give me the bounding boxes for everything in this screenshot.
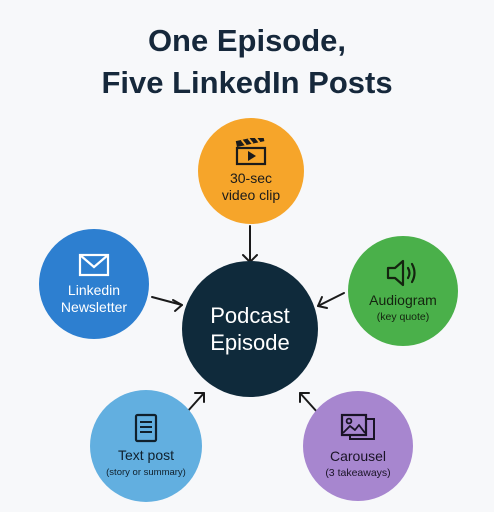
envelope-icon [78, 253, 110, 277]
arrow-from-video [242, 225, 258, 263]
video-clip-line-2: video clip [221, 187, 281, 203]
newsletter-line-1: Linkedin [67, 281, 121, 298]
carousel-label: Carousel [329, 448, 387, 464]
clapperboard-icon [235, 138, 267, 166]
node-audiogram: Audiogram (key quote) [348, 236, 458, 346]
text-post-sublabel: (story or summary) [106, 467, 186, 478]
center-line-1: Podcast [210, 303, 290, 328]
node-carousel: Carousel (3 takeaways) [303, 391, 413, 501]
node-video-clip: 30-sec video clip [198, 118, 304, 224]
newsletter-line-2: Newsletter [60, 298, 128, 315]
video-clip-line-1: 30-sec [229, 170, 273, 186]
title-line-1: One Episode, [147, 23, 347, 58]
title-line-2: Five LinkedIn Posts [101, 65, 393, 100]
text-post-label: Text post [117, 447, 175, 463]
node-newsletter: Linkedin Newsletter [39, 229, 149, 339]
images-icon [338, 412, 378, 444]
arrow-from-audiogram [317, 292, 345, 309]
arrow-from-newsletter [151, 296, 183, 312]
audiogram-sublabel: (key quote) [376, 311, 430, 323]
arrow-from-text [186, 392, 205, 413]
center-line-2: Episode [210, 330, 290, 355]
speaker-icon [384, 258, 422, 288]
node-text-post: Text post (story or summary) [90, 390, 202, 502]
carousel-sublabel: (3 takeaways) [325, 467, 391, 479]
center-podcast-episode: Podcast Episode [182, 261, 318, 397]
document-icon [134, 413, 158, 443]
audiogram-label: Audiogram [369, 292, 437, 308]
